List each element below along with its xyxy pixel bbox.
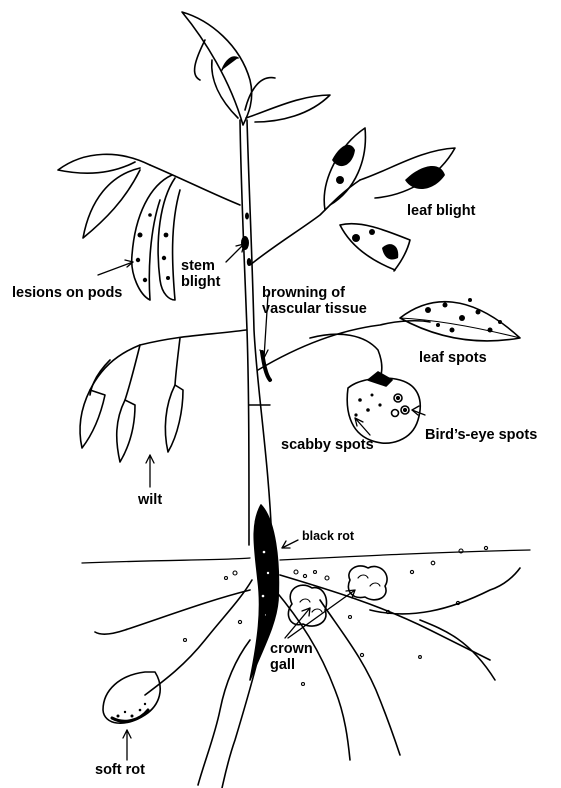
main-stem <box>240 120 272 545</box>
spotted-leaf <box>400 298 520 341</box>
lower-branches <box>90 321 430 400</box>
pods <box>132 175 180 300</box>
upper-right-branch <box>250 128 455 271</box>
label-leaf-blight: leaf blight <box>407 203 475 219</box>
label-black-rot: black rot <box>302 528 354 544</box>
label-leaf-spots: leaf spots <box>419 350 487 366</box>
top-leaves <box>182 12 330 125</box>
label-soft-rot: soft rot <box>95 762 145 778</box>
label-lesions-on-pods: lesions on pods <box>12 285 122 301</box>
label-crown-gall: crown gall <box>270 641 313 673</box>
label-scabby-spots: scabby spots <box>281 437 374 453</box>
label-wilt: wilt <box>138 492 162 508</box>
label-browning-vascular-tissue: browning of vascular tissue <box>262 285 367 317</box>
fruit <box>347 372 420 443</box>
soft-rot-tuber <box>103 672 160 723</box>
label-birds-eye-spots: Bird’s-eye spots <box>425 427 537 443</box>
label-stem-blight: stem blight <box>181 258 220 290</box>
